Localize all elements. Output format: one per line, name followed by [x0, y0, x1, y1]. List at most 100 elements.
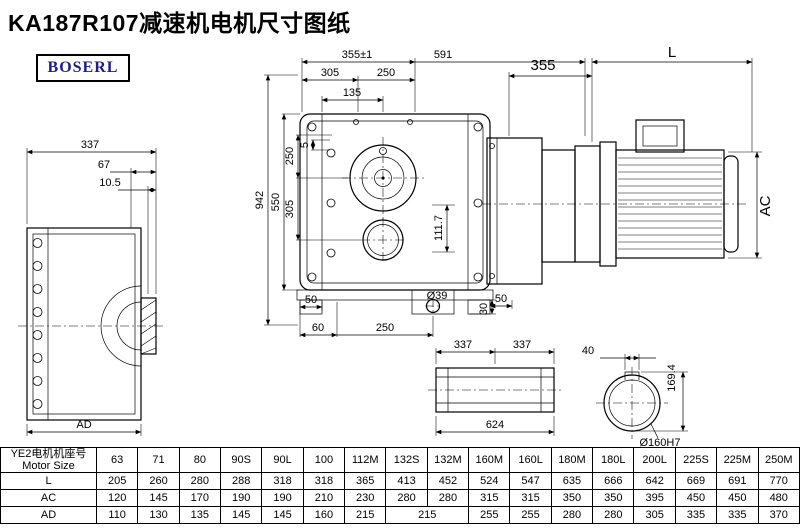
- dim-row-label: AD: [0, 506, 97, 524]
- dim-value-cell: 547: [509, 472, 552, 490]
- dim-value-cell: 215: [344, 506, 387, 524]
- dim-front-left-5: 5: [299, 142, 311, 148]
- dim-value-cell: 210: [302, 489, 346, 507]
- dim-value-cell: 230: [344, 489, 387, 507]
- dim-value-cell: 350: [592, 489, 635, 507]
- dim-value-cell: 524: [468, 472, 511, 490]
- brand-logo-text: BOSERL: [47, 59, 119, 76]
- dim-value-cell: 288: [220, 472, 263, 490]
- dim-left-depth-337: 337: [81, 139, 99, 151]
- frame-size-column-header: 160L: [509, 447, 552, 473]
- dim-front-left-942: 942: [254, 191, 266, 209]
- dim-value-cell: 280: [592, 506, 635, 524]
- dim-value-cell: 255: [509, 506, 552, 524]
- dim-value-cell: 280: [426, 489, 470, 507]
- dim-value-cell: 145: [261, 506, 304, 524]
- frame-size-column-header: 63: [95, 447, 139, 473]
- dim-value-cell: 190: [220, 489, 263, 507]
- dim-front-left-550: 550: [270, 193, 282, 211]
- dim-front-top-305: 305: [321, 67, 339, 79]
- dim-front-right-111-7: 111.7: [433, 215, 445, 241]
- dim-value-cell: 280: [385, 489, 428, 507]
- dim-value-cell: 260: [137, 472, 180, 490]
- dim-value-cell: 635: [550, 472, 594, 490]
- dim-value-cell: 666: [592, 472, 635, 490]
- dim-value-cell: 110: [95, 506, 139, 524]
- dim-value-cell: 145: [137, 489, 180, 507]
- frame-size-column-header: 100: [302, 447, 346, 473]
- frame-size-column-header: 200L: [633, 447, 676, 473]
- dim-value-cell: 190: [261, 489, 304, 507]
- dim-value-cell: 205: [95, 472, 139, 490]
- shaft-view: 337 337 624: [428, 339, 562, 436]
- dim-value-cell: 130: [137, 506, 180, 524]
- dim-value-cell: 135: [178, 506, 222, 524]
- brand-logo-box: BOSERL: [36, 54, 130, 82]
- dim-front-shaft-dia: Ø39: [427, 290, 448, 302]
- frame-size-column-header: 90S: [220, 447, 263, 473]
- dim-value-cell: 413: [385, 472, 428, 490]
- dim-value-cell: 691: [716, 472, 759, 490]
- dim-value-cell: 480: [757, 489, 800, 507]
- table-header-en: Motor Size: [22, 460, 75, 472]
- left-view-bolt-holes: [32, 238, 43, 409]
- dim-value-cell: 120: [95, 489, 139, 507]
- dim-value-cell: 318: [302, 472, 346, 490]
- dim-value-cell: 318: [261, 472, 304, 490]
- frame-size-column-header: 180M: [550, 447, 594, 473]
- frame-size-column-header: 112M: [344, 447, 387, 473]
- dim-value-cell: 669: [674, 472, 718, 490]
- dim-front-top-591: 591: [434, 49, 452, 61]
- dim-shaft-total-624: 624: [486, 419, 504, 431]
- frame-size-column-header: 90L: [261, 447, 304, 473]
- dim-left-offset-10-5: 10.5: [99, 177, 120, 189]
- dim-value-cell: 335: [674, 506, 718, 524]
- dim-side-motor-height-AC: AC: [757, 195, 774, 216]
- frame-size-column-header: 225M: [716, 447, 759, 473]
- frame-size-column-header: 250M: [757, 447, 800, 473]
- frame-size-column-header: 132M: [426, 447, 470, 473]
- dim-front-bottom-250: 250: [376, 322, 394, 334]
- dim-left-width-AD: AD: [76, 419, 91, 431]
- dim-bore-keyway-40: 40: [582, 345, 594, 357]
- dim-shaft-337-b: 337: [513, 339, 531, 351]
- dim-bore-keyway-height-169-4: 169.4: [666, 364, 678, 392]
- dim-front-left-305: 305: [284, 200, 296, 218]
- front-view: 355±1 591 305 250 135 5 250 305 550 942 …: [254, 49, 586, 338]
- dim-left-offset-67: 67: [98, 159, 110, 171]
- bore-view: 40 169.4 Ø160H7: [582, 345, 688, 448]
- frame-size-column-header: 80: [178, 447, 222, 473]
- dim-value-cell: 350: [550, 489, 594, 507]
- motor-fins: [618, 157, 722, 250]
- frame-size-column-header: 132S: [385, 447, 428, 473]
- dim-value-cell: 170: [178, 489, 222, 507]
- dim-value-cell: 315: [509, 489, 552, 507]
- dim-value-cell: 160: [302, 506, 346, 524]
- page-title: KA187R107减速机电机尺寸图纸: [8, 10, 351, 36]
- dim-value-cell: 642: [633, 472, 676, 490]
- dim-value-cell: 365: [344, 472, 387, 490]
- dim-value-cell: 335: [716, 506, 759, 524]
- dim-value-cell: 255: [468, 506, 511, 524]
- dim-side-355: 355: [530, 57, 555, 74]
- dim-front-bottom-30: 30: [478, 303, 490, 315]
- dim-front-top-250: 250: [377, 67, 395, 79]
- frame-size-column-header: 160M: [468, 447, 511, 473]
- dim-value-cell: 315: [468, 489, 511, 507]
- left-view: 337 67 10.5 AD: [18, 139, 164, 436]
- dim-value-cell: 145: [220, 506, 263, 524]
- dim-front-top-355: 355±1: [342, 49, 373, 61]
- dim-front-left-250: 250: [284, 147, 296, 165]
- dim-front-bottom-50-left: 50: [305, 294, 317, 306]
- dim-value-cell: 450: [716, 489, 759, 507]
- dim-shaft-337-a: 337: [454, 339, 472, 351]
- dim-value-cell: 280: [178, 472, 222, 490]
- technical-drawing: 355±1 591 305 250 135 5 250 305 550 942 …: [18, 44, 774, 448]
- table-header-cn: YE2电机机座号: [10, 448, 87, 461]
- dim-value-cell: 305: [633, 506, 676, 524]
